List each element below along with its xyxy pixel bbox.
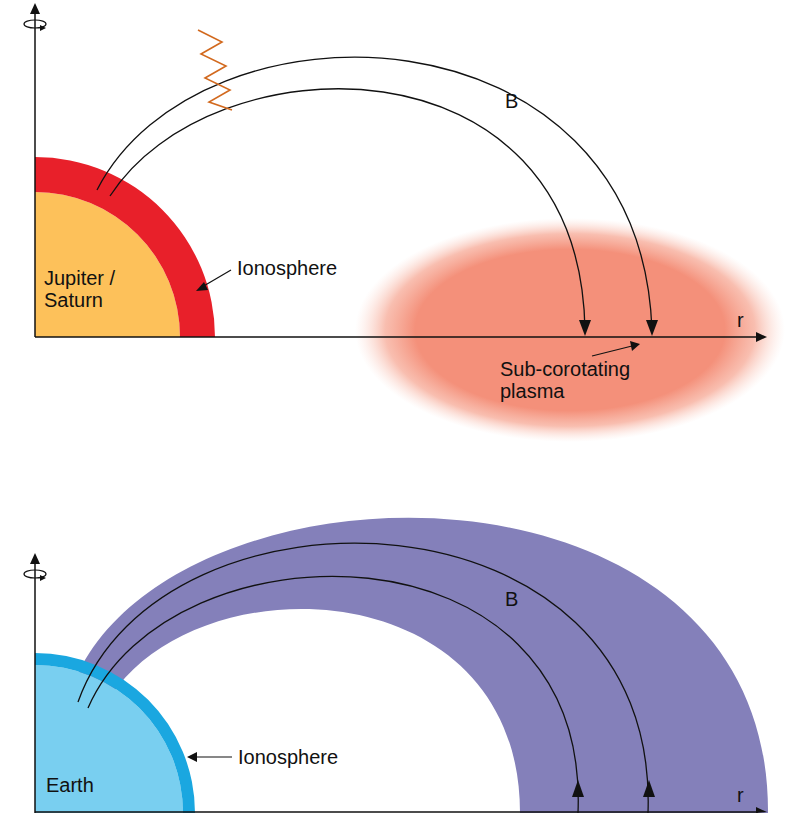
planet-label: Earth: [46, 774, 94, 796]
field-line: [88, 576, 578, 813]
field-line: [110, 89, 585, 330]
planet-label: Jupiter / Saturn: [44, 267, 154, 311]
axis-arrowhead: [756, 332, 767, 342]
wave-symbol: [198, 30, 232, 110]
leader-line: [202, 270, 231, 287]
leader-line: [196, 756, 232, 757]
axis-arrowhead: [756, 807, 767, 813]
field-arrowhead: [643, 780, 655, 797]
leader-arrowhead: [630, 341, 640, 351]
leader-arrowhead: [196, 282, 208, 291]
rotation-axis: [34, 12, 36, 337]
axis-label: r: [737, 309, 744, 331]
axis-arrowhead: [30, 3, 40, 14]
region-label: Ionosphere: [237, 257, 337, 279]
ionosphere-band: [35, 157, 215, 337]
field-label: B: [505, 588, 518, 610]
field-arrowhead: [572, 780, 584, 797]
rotation-arrowhead: [40, 25, 46, 31]
leader-arrowhead: [187, 752, 197, 762]
field-line: [97, 57, 652, 330]
radial-axis: [35, 336, 758, 338]
field-line: [78, 543, 648, 813]
axis-label: r: [737, 784, 744, 806]
axis-arrowhead: [30, 553, 40, 564]
field-arrowhead: [579, 320, 591, 336]
field-label: B: [505, 90, 518, 112]
planet-body: [35, 665, 183, 813]
rotation-arrowhead: [40, 575, 46, 581]
region-label: Sub-corotating plasma: [500, 358, 650, 402]
field-arrowhead: [646, 320, 658, 336]
rotation-axis: [34, 562, 36, 813]
plasma-cloud: [355, 218, 785, 442]
leader-line: [592, 346, 632, 356]
region-label: Ionosphere: [238, 746, 338, 768]
radial-axis: [35, 811, 758, 813]
ionosphere-band: [35, 653, 195, 813]
